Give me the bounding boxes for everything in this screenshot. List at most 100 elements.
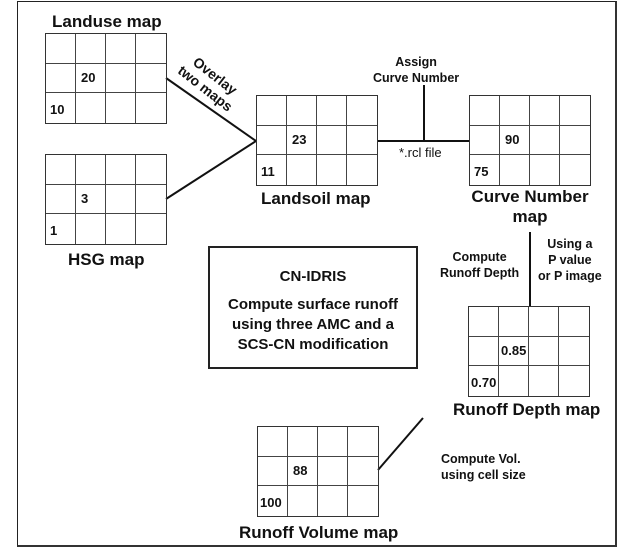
assign-step-label: Assign Curve Number [373, 54, 459, 86]
grid-cell [559, 307, 589, 337]
curve-number-map-grid: 90 75 [469, 95, 591, 186]
grid-cell [347, 155, 377, 185]
grid-cell [500, 155, 530, 185]
depth-cell-value: 0.85 [499, 336, 529, 367]
grid-cell [287, 96, 317, 126]
grid-cell [46, 155, 76, 185]
cn-idris-description-box: CN-IDRIS Compute surface runoff using th… [208, 246, 418, 369]
grid-cell [46, 34, 76, 64]
grid-cell [106, 184, 136, 215]
compute-depth-label: Compute Runoff Depth [440, 249, 519, 281]
grid-cell [499, 307, 529, 337]
grid-cell [288, 427, 318, 457]
cn-title-line1: Curve Number [471, 187, 589, 206]
grid-cell [136, 93, 166, 123]
grid-cell [258, 427, 288, 457]
hsg-map-grid: 3 1 [45, 154, 167, 245]
grid-cell [469, 336, 499, 367]
landuse-cell-value: 20 [76, 63, 106, 94]
grid-cell [560, 96, 590, 126]
grid-cell [530, 96, 560, 126]
runoff-volume-map-title: Runoff Volume map [239, 523, 399, 542]
grid-cell [470, 96, 500, 126]
box-description: Compute surface runoff using three AMC a… [210, 295, 416, 355]
runoff-volume-map-grid: 88 100 [257, 426, 379, 517]
grid-cell [288, 486, 318, 516]
compute-depth-line2: Runoff Depth [440, 266, 520, 280]
compute-vol-line1: Compute Vol. [441, 452, 521, 466]
grid-cell [76, 34, 106, 64]
hsg-cell-value: 3 [76, 184, 106, 215]
landuse-map-title: Landuse map [52, 12, 162, 31]
hsg-map-title: HSG map [68, 250, 145, 269]
landsoil-cell-value: 23 [287, 125, 317, 156]
landsoil-map-title: Landsoil map [261, 189, 371, 208]
grid-cell [136, 64, 166, 94]
volume-cell-value: 88 [288, 456, 318, 487]
grid-cell [257, 96, 287, 126]
curve-number-map-title: Curve Number map [469, 187, 591, 227]
grid-cell [560, 126, 590, 156]
grid-cell [106, 155, 136, 185]
cn-title-line2: map [512, 207, 548, 226]
diagram-frame [17, 1, 617, 547]
grid-cell [317, 125, 347, 156]
assign-line1: Assign [395, 55, 437, 69]
p-value-line2: P value [548, 253, 592, 267]
box-line3: SCS-CN modification [237, 336, 389, 353]
grid-cell [529, 307, 559, 337]
grid-cell [106, 214, 136, 244]
grid-cell [469, 307, 499, 337]
grid-cell [106, 63, 136, 94]
p-value-line1: Using a [547, 237, 593, 251]
grid-cell [529, 366, 559, 396]
cn-cell-value-low: 75 [470, 155, 500, 185]
runoff-depth-map-title: Runoff Depth map [453, 400, 601, 419]
grid-cell [560, 155, 590, 185]
grid-cell [348, 457, 378, 487]
grid-cell [76, 155, 106, 185]
cn-cell-value: 90 [500, 125, 530, 156]
grid-cell [106, 93, 136, 123]
compute-volume-label: Compute Vol. using cell size [441, 451, 526, 483]
compute-vol-line2: using cell size [441, 468, 526, 482]
grid-cell [530, 155, 560, 185]
grid-cell [287, 155, 317, 185]
grid-cell [529, 336, 559, 367]
grid-cell [106, 34, 136, 64]
grid-cell [559, 337, 589, 367]
grid-cell [318, 427, 348, 457]
grid-cell [317, 155, 347, 185]
landsoil-map-grid: 23 11 [256, 95, 378, 186]
grid-cell [318, 486, 348, 516]
volume-cell-value-low: 100 [258, 486, 288, 516]
grid-cell [136, 155, 166, 185]
p-value-line3: or P image [538, 269, 602, 283]
grid-cell [347, 96, 377, 126]
p-value-label: Using a P value or P image [538, 236, 602, 284]
grid-cell [258, 456, 288, 487]
grid-cell [348, 427, 378, 457]
grid-cell [499, 366, 529, 396]
grid-cell [559, 366, 589, 396]
landuse-cell-value-low: 10 [46, 93, 76, 123]
landuse-map-grid: 20 10 [45, 33, 167, 124]
box-line1: Compute surface runoff [227, 296, 398, 313]
grid-cell [257, 125, 287, 156]
grid-cell [136, 214, 166, 244]
grid-cell [318, 456, 348, 487]
grid-cell [46, 184, 76, 215]
grid-cell [76, 214, 106, 244]
grid-cell [46, 63, 76, 94]
depth-cell-value-low: 0.70 [469, 366, 499, 396]
hsg-cell-value-low: 1 [46, 214, 76, 244]
grid-cell [136, 34, 166, 64]
landsoil-cell-value-low: 11 [257, 155, 287, 185]
grid-cell [76, 93, 106, 123]
grid-cell [530, 125, 560, 156]
grid-cell [317, 96, 347, 126]
grid-cell [136, 185, 166, 215]
grid-cell [500, 96, 530, 126]
grid-cell [347, 126, 377, 156]
grid-cell [470, 125, 500, 156]
